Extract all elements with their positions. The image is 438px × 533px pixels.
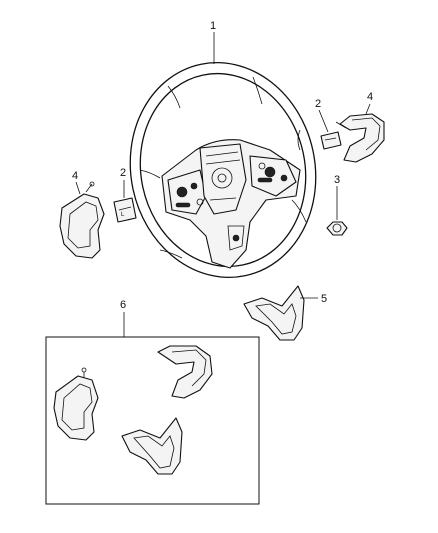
switch-bezel-right [335,113,385,163]
switch-bezel-left [59,181,105,259]
bezel-kit-box [45,336,260,505]
lower-bezel [243,285,305,341]
callout-4-left: 4 [72,170,78,182]
leader-4a [365,103,371,115]
steering-wheel [129,61,317,279]
callout-2-left: 2 [120,167,126,179]
nut [326,221,348,236]
svg-text:L: L [121,212,125,218]
leader-2a [318,109,329,133]
callout-6: 6 [120,299,126,311]
callout-4-right: 4 [367,91,373,103]
callout-2-right: 2 [315,98,321,110]
leader-lines [75,32,371,337]
callout-5: 5 [321,293,327,305]
callout-3: 3 [334,174,340,186]
callout-labels: 1 2 2 3 4 4 5 6 [72,20,373,311]
switch-button-right [320,131,342,150]
callout-1: 1 [210,20,216,32]
leader-4b [75,181,81,195]
switch-button-left: L [113,197,137,223]
